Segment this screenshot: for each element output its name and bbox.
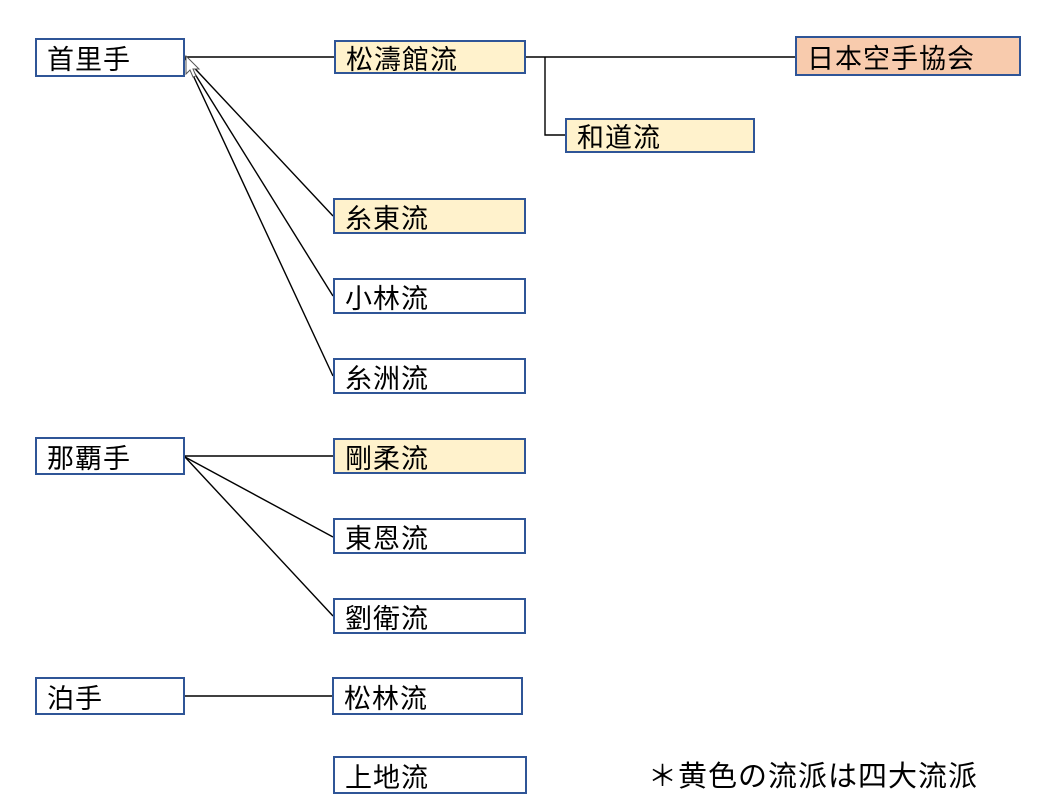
node-label: 泊手 (47, 683, 103, 714)
node-matsubayashi[interactable]: 松林流 (332, 677, 523, 715)
node-shotokan[interactable]: 松濤館流 (334, 40, 526, 75)
node-label: 和道流 (577, 123, 661, 153)
node-ryuei[interactable]: 劉衛流 (333, 598, 526, 634)
node-shurite[interactable]: 首里手 (35, 38, 185, 77)
node-label: 日本空手協会 (807, 43, 975, 74)
edge-nahate-toon (184, 456, 334, 538)
node-goju[interactable]: 剛柔流 (333, 438, 526, 474)
node-label: 劉衛流 (345, 603, 429, 634)
node-nahate[interactable]: 那覇手 (35, 437, 185, 475)
node-itosu[interactable]: 糸洲流 (333, 358, 526, 394)
node-label: 糸東流 (345, 203, 429, 234)
node-japan-karate-association[interactable]: 日本空手協会 (795, 36, 1021, 76)
node-label: 小林流 (345, 283, 429, 314)
edge-shurite-kobayashi (184, 57, 334, 297)
node-label: 上地流 (345, 762, 429, 793)
edge-shotokan-wado (544, 57, 565, 136)
node-label: 首里手 (47, 45, 131, 75)
node-label: 剛柔流 (345, 443, 429, 474)
node-label: 那覇手 (47, 443, 131, 474)
edge-shurite-itosu (184, 57, 334, 377)
footnote-four-major-styles: ＊黄色の流派は四大流派 (648, 761, 979, 793)
node-label: 松林流 (344, 683, 428, 714)
edge-shurite-shito (184, 57, 334, 217)
node-uechi[interactable]: 上地流 (333, 756, 527, 794)
edge-nahate-ryuei (184, 456, 334, 617)
node-label: 松濤館流 (346, 44, 458, 75)
node-label: 糸洲流 (345, 363, 429, 394)
node-wado[interactable]: 和道流 (565, 118, 755, 153)
node-kobayashi[interactable]: 小林流 (333, 278, 526, 314)
node-label: 東恩流 (345, 523, 429, 554)
mouse-cursor (185, 54, 201, 78)
node-toon[interactable]: 東恩流 (333, 518, 526, 554)
node-tomarite[interactable]: 泊手 (35, 677, 185, 715)
node-shito[interactable]: 糸東流 (333, 198, 526, 234)
